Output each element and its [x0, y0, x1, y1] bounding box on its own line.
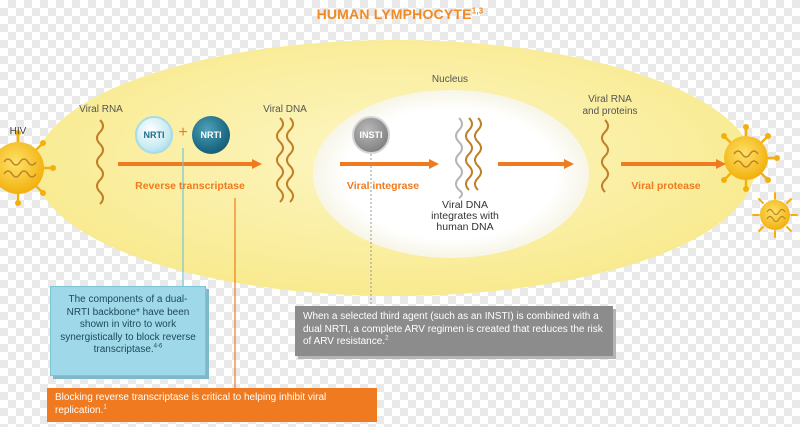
- viral-rna-label: Viral RNA: [79, 104, 123, 115]
- viral-dna-label: Viral DNA: [263, 104, 307, 115]
- dna-integration-label: Viral DNA integrates with human DNA: [415, 200, 515, 233]
- arv-regimen-text: When a selected third agent (such as an …: [303, 311, 603, 347]
- reverse-transcriptase-citation: 1: [103, 404, 107, 411]
- arv-regimen-citation: 2: [385, 335, 389, 342]
- reverse-transcriptase-callout-text: Blocking reverse transcriptase is critic…: [55, 392, 327, 416]
- nrti-synergy-callout: The components of a dual-NRTI backbone* …: [50, 286, 206, 376]
- integrated-dna-icon: [455, 117, 482, 199]
- viral-rna-output-icon: [601, 119, 609, 193]
- insti-pill-icon: INSTI: [352, 116, 390, 154]
- reverse-transcriptase-callout: Blocking reverse transcriptase is critic…: [47, 388, 377, 422]
- viral-rna-proteins-line-1: Viral RNA: [588, 94, 632, 105]
- diagram-title: HUMAN LYMPHOCYTE1,3: [250, 6, 550, 22]
- plus-sign: +: [178, 124, 188, 141]
- viral-integrase-label: Viral integrase: [346, 180, 420, 192]
- budding-virus-icon: [721, 124, 780, 192]
- nrti-synergy-citation: 4-6: [153, 343, 163, 350]
- arv-regimen-callout: When a selected third agent (such as an …: [295, 306, 613, 356]
- nrti-synergy-text: The components of a dual-NRTI backbone* …: [60, 294, 196, 355]
- title-text: HUMAN LYMPHOCYTE: [316, 6, 472, 22]
- viral-dna-strand-icon: [276, 117, 294, 203]
- nucleus-label: Nucleus: [431, 74, 469, 85]
- viral-protease-label: Viral protease: [631, 180, 701, 192]
- released-virus-icon: [752, 192, 798, 238]
- hiv-label: HIV: [9, 126, 27, 137]
- viral-rna-strand-icon: [96, 119, 104, 205]
- integration-line-2: integrates with: [431, 210, 499, 222]
- nrti-pill-dark-icon: NRTI: [192, 116, 230, 154]
- nrti-pill-icon: NRTI: [135, 116, 173, 154]
- reverse-transcriptase-label: Reverse transcriptase: [135, 180, 245, 192]
- hiv-virus-icon: [0, 130, 56, 206]
- title-citation: 1,3: [471, 6, 484, 16]
- integration-line-1: Viral DNA: [442, 199, 488, 211]
- viral-rna-proteins-line-2: and proteins: [582, 106, 638, 117]
- viral-rna-proteins-label: Viral RNA and proteins: [565, 94, 655, 118]
- integration-line-3: human DNA: [436, 221, 494, 233]
